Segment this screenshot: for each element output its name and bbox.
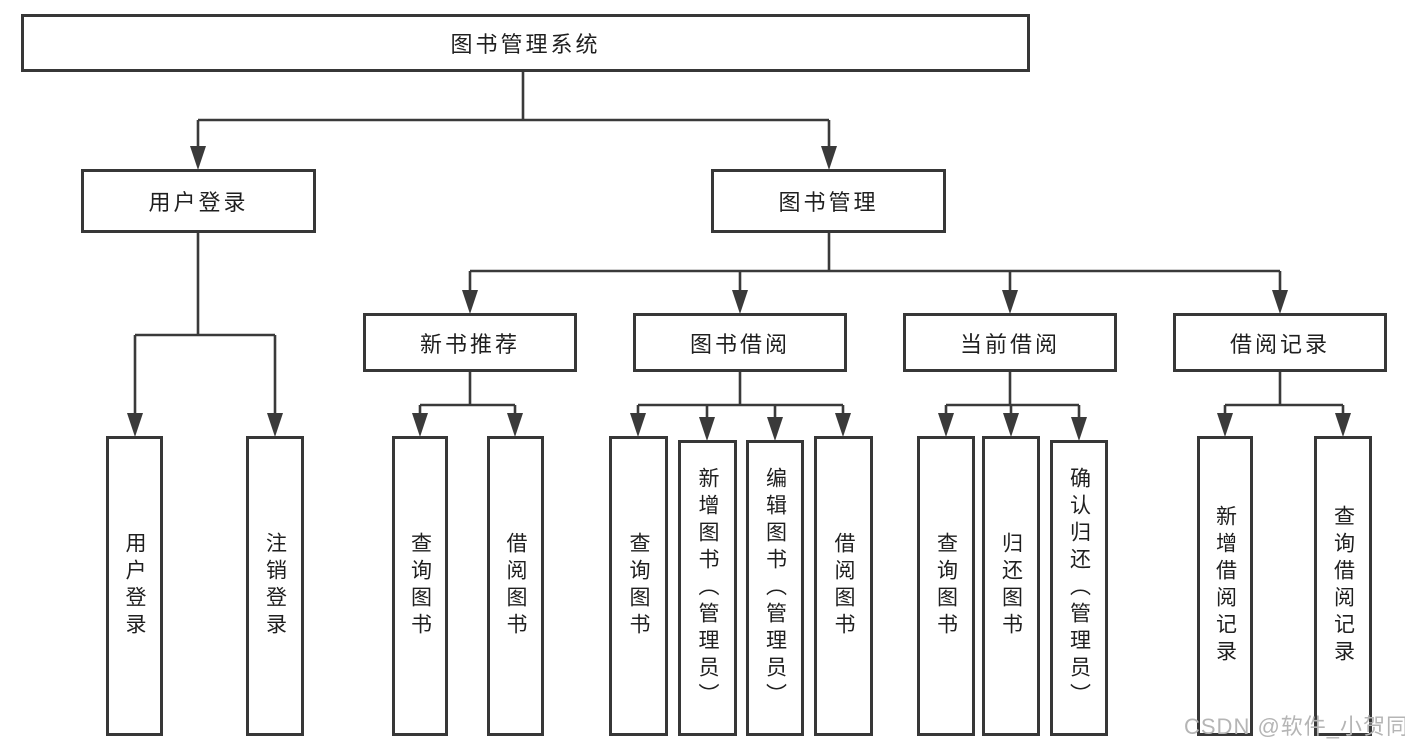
leaf-current-return-label: 归还图书 [999,532,1023,640]
leaf-newbook-borrow: 借阅图书 [487,436,544,736]
leaf-borrow-add-admin-label: 新增图书（管理员） [696,466,719,710]
leaf-record-query-label: 查询借阅记录 [1331,505,1355,667]
leaf-user-login: 用户登录 [106,436,163,736]
leaf-newbook-query-label: 查询图书 [408,532,432,640]
leaf-newbook-borrow-label: 借阅图书 [504,532,527,640]
node-new-book-recommend: 新书推荐 [363,313,577,372]
leaf-current-query-label: 查询图书 [934,532,958,640]
leaf-borrow-book: 借阅图书 [814,436,873,736]
node-book-management-branch-label: 图书管理 [778,190,879,215]
connector-bookborrow-to-leaves [636,371,845,421]
leaf-newbook-query: 查询图书 [392,436,448,736]
leaf-user-login-label: 用户登录 [123,532,146,640]
leaf-borrow-add-admin: 新增图书（管理员） [678,440,737,736]
node-library-system: 图书管理系统 [21,14,1030,72]
connector-root-to-level2 [196,71,831,150]
node-user-login-branch: 用户登录 [81,169,316,233]
node-current-borrowing: 当前借阅 [903,313,1117,372]
leaf-record-query: 查询借阅记录 [1314,436,1372,736]
node-borrowing-records-label: 借阅记录 [1229,331,1330,357]
leaf-borrow-edit-admin: 编辑图书（管理员） [746,440,804,736]
connector-newbook-to-leaves [418,371,517,417]
csdn-watermark: CSDN @软件_小贺同学 [1184,714,1405,739]
leaf-borrow-edit-admin-label: 编辑图书（管理员） [763,466,787,710]
leaf-record-add-label: 新增借阅记录 [1213,505,1237,667]
leaf-logout-label: 注销登录 [263,532,287,640]
connector-records-to-leaves [1223,371,1345,417]
node-book-management-branch: 图书管理 [711,169,946,233]
node-library-system-label: 图书管理系统 [450,32,601,57]
connector-userlogin-to-leaves [133,232,277,417]
leaf-borrow-query-label: 查询图书 [627,532,650,640]
leaf-current-confirm-admin: 确认归还（管理员） [1050,440,1108,736]
leaf-borrow-query: 查询图书 [609,436,668,736]
connector-currentborrow-to-leaves [944,371,1081,421]
leaf-record-add: 新增借阅记录 [1197,436,1253,736]
leaf-borrow-book-label: 借阅图书 [832,532,855,640]
leaf-current-return: 归还图书 [982,436,1040,736]
node-book-borrowing-label: 图书借阅 [689,331,790,357]
node-book-borrowing: 图书借阅 [633,313,847,372]
node-user-login-branch-label: 用户登录 [148,190,249,215]
node-current-borrowing-label: 当前借阅 [959,331,1060,357]
node-new-book-recommend-label: 新书推荐 [419,331,520,357]
arrowheads [127,146,1351,441]
node-borrowing-records: 借阅记录 [1173,313,1387,372]
leaf-current-confirm-admin-label: 确认归还（管理员） [1067,466,1091,710]
leaf-logout: 注销登录 [246,436,304,736]
leaf-current-query: 查询图书 [917,436,975,736]
connector-bookmgmt-to-level3 [468,232,1282,294]
